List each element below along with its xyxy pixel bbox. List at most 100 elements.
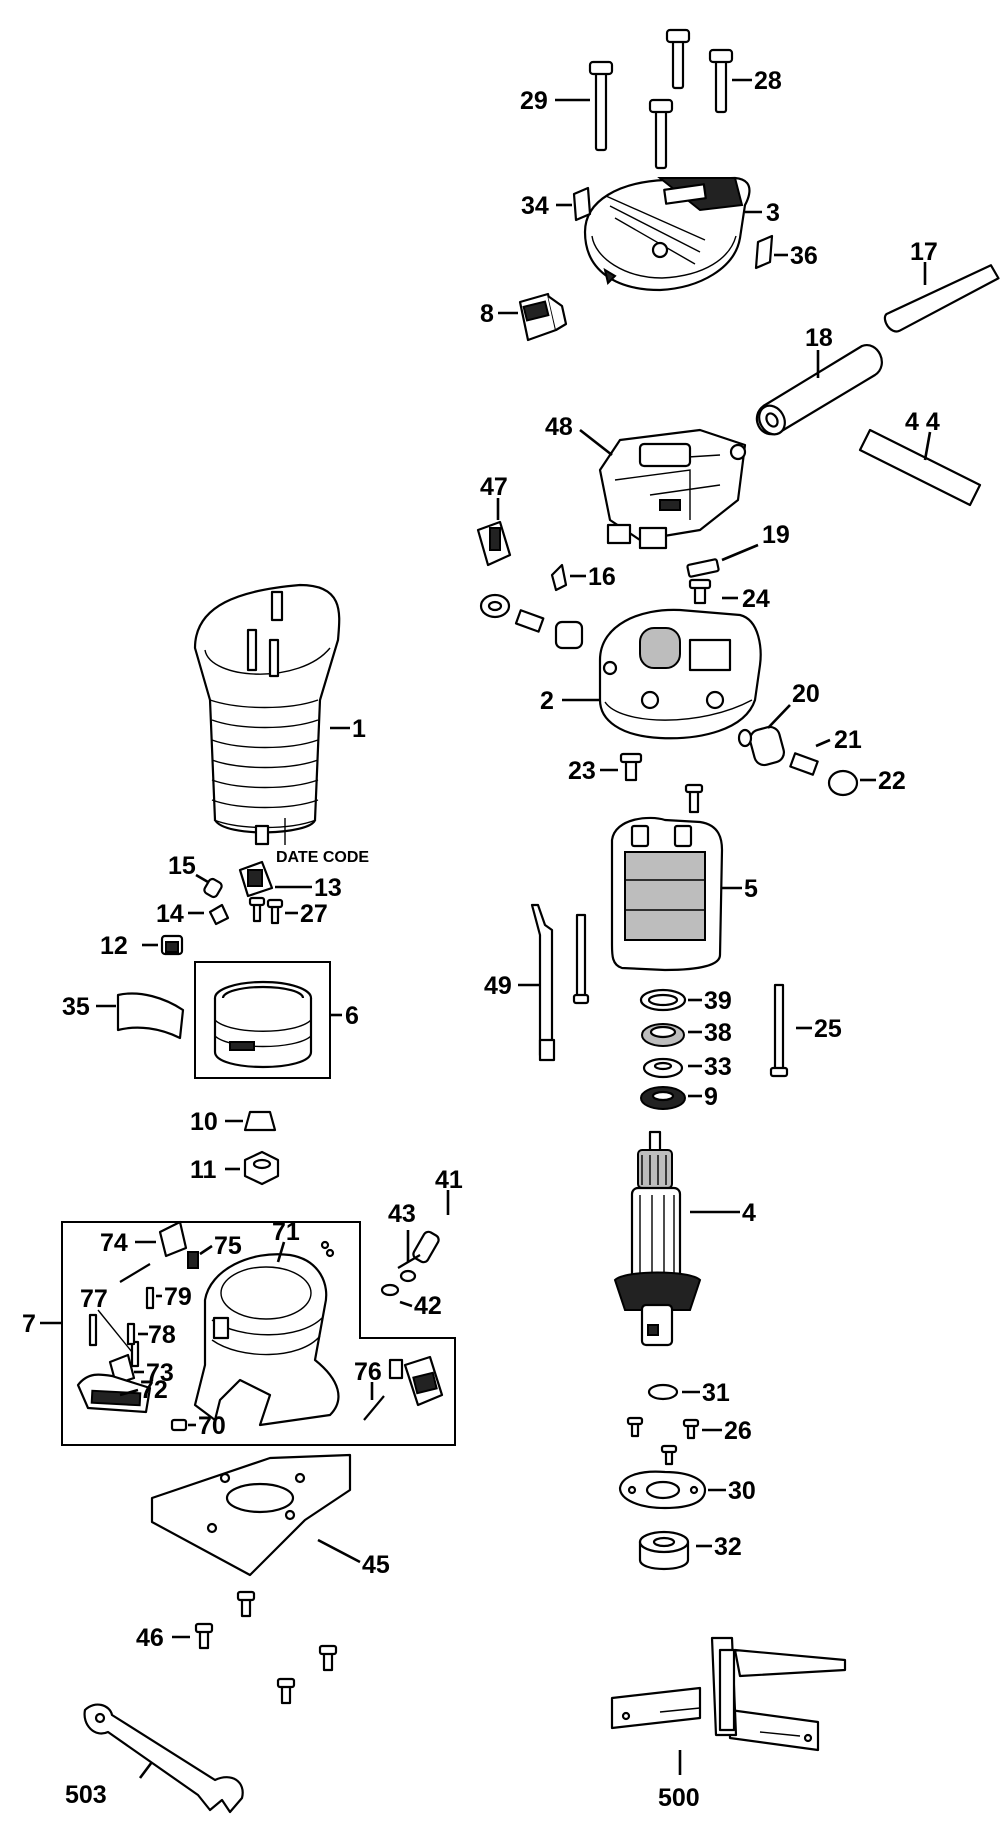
label-7: 7	[22, 1310, 36, 1338]
label-77: 77	[80, 1285, 108, 1313]
bearing-part-9	[640, 1086, 686, 1110]
wrench-part-503	[83, 1703, 244, 1814]
label-9: 9	[704, 1083, 718, 1111]
label-13: 13	[314, 874, 342, 902]
label-25: 25	[814, 1015, 842, 1043]
screw-24	[688, 578, 712, 605]
part-12	[160, 934, 184, 956]
label-23: 23	[568, 757, 596, 785]
nut-part-11	[243, 1150, 280, 1186]
label-3: 3	[766, 199, 780, 227]
pin-79	[145, 1286, 155, 1310]
lock-lever	[388, 1355, 444, 1407]
label-11: 11	[190, 1156, 217, 1184]
ring-part-31	[647, 1383, 679, 1401]
switch-part-8	[518, 292, 568, 342]
label-34: 34	[521, 192, 549, 220]
label-17: 17	[910, 238, 938, 266]
brush-cap-part-22	[827, 769, 859, 797]
label-26: 26	[724, 1417, 752, 1445]
label-78: 78	[148, 1321, 176, 1349]
label-45: 45	[362, 1551, 390, 1579]
top-cover-part-3	[583, 176, 751, 292]
label-16: 16	[588, 563, 616, 591]
label-21: 21	[834, 726, 862, 754]
label-33: 33	[704, 1053, 732, 1081]
bearing-part-32	[638, 1530, 690, 1570]
part-70	[170, 1418, 188, 1432]
washer-part-33	[642, 1057, 684, 1079]
label-28: 28	[754, 67, 782, 95]
part-10	[243, 1110, 277, 1132]
label-39: 39	[704, 987, 732, 1015]
knob-part-41	[397, 1230, 440, 1269]
label-29: 29	[520, 87, 548, 115]
part-19	[686, 558, 720, 578]
part-6-box	[194, 961, 331, 1079]
label-72: 72	[140, 1376, 168, 1404]
screw-top-field	[684, 783, 704, 814]
label-43: 43	[388, 1200, 416, 1228]
label-73: 73	[146, 1359, 174, 1387]
edge-guide-part-500	[610, 1636, 847, 1752]
label-1: 1	[352, 715, 366, 743]
label-71: 71	[272, 1218, 300, 1246]
label-32: 32	[714, 1533, 742, 1561]
switch-housing-part-48	[598, 428, 747, 550]
label-14: 14	[156, 900, 184, 928]
brush-part-21	[789, 752, 819, 776]
label-18: 18	[805, 324, 833, 352]
screw-28	[708, 48, 734, 114]
screw-top-center	[665, 28, 691, 90]
motor-housing-part-2	[598, 608, 762, 740]
date-code-label: DATE CODE	[276, 849, 369, 866]
rod-part-49	[530, 903, 556, 1062]
ring-part-6	[213, 980, 313, 1069]
part-72	[76, 1373, 152, 1414]
label-27: 27	[300, 900, 328, 928]
label-4: 4	[742, 1199, 756, 1227]
label-44: 4 4	[905, 408, 940, 436]
label-2: 2	[540, 687, 554, 715]
label-46: 46	[136, 1624, 164, 1652]
part-14	[208, 903, 230, 926]
label-35: 35	[62, 993, 90, 1021]
brush-holder-left	[554, 620, 584, 650]
housing-part-1	[193, 583, 341, 846]
label-15: 15	[168, 852, 196, 880]
part-13	[238, 860, 274, 898]
label-42: 42	[414, 1292, 442, 1320]
washer-part-42	[380, 1283, 400, 1297]
field-part-5	[610, 816, 724, 972]
label-20: 20	[792, 680, 820, 708]
part-35	[116, 992, 185, 1040]
screw-23	[619, 752, 643, 782]
brush-holder-part-20	[737, 725, 786, 767]
label-503: 503	[65, 1781, 107, 1809]
screw-mid	[648, 98, 674, 170]
label-12: 12	[100, 932, 128, 960]
label-10: 10	[190, 1108, 218, 1136]
washer-part-43	[399, 1269, 417, 1283]
cord-part-17	[883, 264, 1000, 333]
label-31: 31	[702, 1379, 730, 1407]
label-41: 41	[435, 1166, 463, 1194]
part-36	[754, 234, 774, 270]
base-part-71	[193, 1240, 340, 1427]
label-22: 22	[878, 767, 906, 795]
label-79: 79	[164, 1283, 192, 1311]
label-36: 36	[790, 242, 818, 270]
part-75	[187, 1251, 199, 1269]
label-74: 74	[100, 1229, 128, 1257]
cord-protector-part-18	[755, 344, 883, 436]
part-74	[158, 1220, 188, 1258]
label-8: 8	[480, 300, 494, 328]
part-47	[476, 520, 512, 567]
part-15	[203, 877, 223, 899]
screw-27	[248, 896, 284, 925]
label-48: 48	[545, 413, 573, 441]
label-plate-part-44	[858, 428, 982, 507]
pin-76	[363, 1395, 385, 1421]
label-30: 30	[728, 1477, 756, 1505]
